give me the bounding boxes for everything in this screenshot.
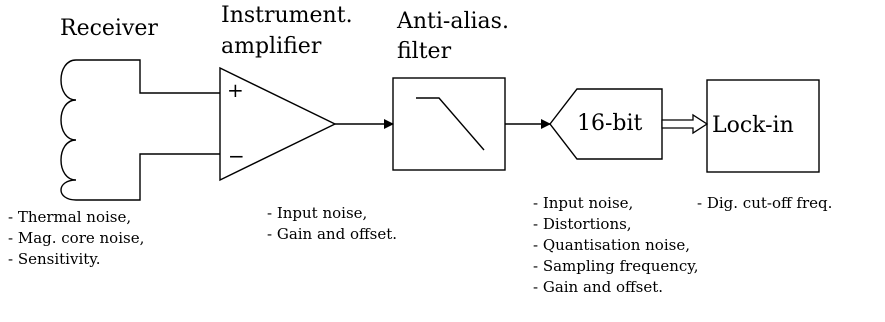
note-item: - Thermal noise,	[8, 208, 132, 226]
note-item: - Quantisation noise,	[533, 236, 690, 254]
amplifier-notes: - Input noise, - Gain and offset.	[267, 203, 397, 245]
lowpass-icon	[416, 97, 485, 151]
note-item: - Sampling frequency,	[533, 257, 699, 275]
lockin-box	[706, 79, 820, 173]
filter-title-line2: filter	[397, 39, 452, 64]
receiver-bottom-wire	[76, 153, 220, 201]
lockin-label: Lock-in	[712, 113, 794, 138]
receiver-title: Receiver	[60, 16, 158, 41]
filter-box	[392, 77, 506, 171]
note-item: - Dig. cut-off freq.	[697, 194, 833, 212]
note-item: - Distortions,	[533, 215, 632, 233]
note-item: - Gain and offset.	[533, 278, 664, 296]
amplifier-triangle	[219, 66, 337, 182]
note-item: - Gain and offset.	[267, 225, 398, 243]
receiver-top-wire	[76, 59, 220, 94]
adc-label: 16-bit	[577, 111, 643, 136]
adc-notes: - Input noise, - Distortions, - Quantisa…	[533, 193, 699, 298]
amplifier-title-line1: Instrument.	[221, 3, 353, 28]
filter-title-line1: Anti-alias.	[397, 9, 509, 34]
amplifier-plus-sign: +	[227, 78, 244, 102]
receiver-coil	[60, 59, 77, 201]
amplifier-minus-sign: −	[228, 144, 245, 168]
digital-output-arrow	[661, 113, 709, 135]
note-item: - Input noise,	[267, 204, 368, 222]
lockin-notes: - Dig. cut-off freq.	[697, 193, 832, 214]
note-item: - Input noise,	[533, 194, 634, 212]
note-item: - Mag. core noise,	[8, 229, 145, 247]
note-item: - Sensitivity.	[8, 250, 101, 268]
receiver-notes: - Thermal noise, - Mag. core noise, - Se…	[8, 207, 144, 270]
amplifier-title-line2: amplifier	[221, 34, 322, 59]
